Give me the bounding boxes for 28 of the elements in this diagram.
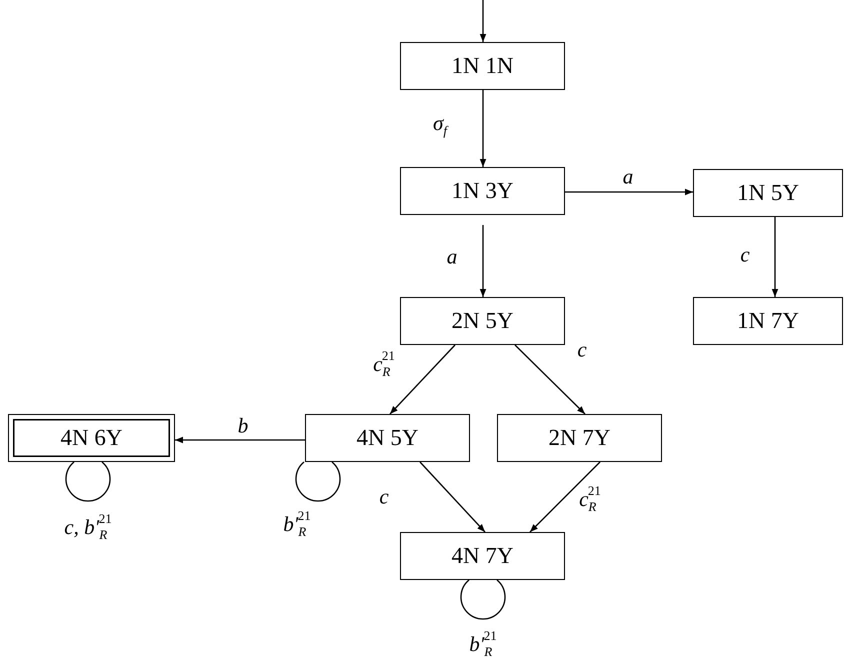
state-box (400, 42, 565, 90)
state-box (400, 532, 565, 580)
accepting-state-box (8, 414, 175, 462)
state-box (497, 414, 662, 462)
arrow (480, 90, 486, 167)
state-label: 4N 5Y (356, 425, 418, 451)
state-label: 1N 7Y (737, 308, 799, 334)
arrow (514, 344, 586, 414)
state-label: 4N 6Y (60, 425, 122, 451)
state-label: 2N 7Y (548, 425, 610, 451)
state-label: 4N 7Y (452, 543, 514, 569)
arrow (565, 188, 693, 196)
arrow (480, 225, 486, 297)
arrow (772, 217, 778, 297)
state-box (400, 167, 565, 215)
state-box (400, 297, 565, 345)
state-label: 2N 5Y (452, 308, 514, 334)
state-box (693, 169, 843, 217)
state-label: 1N 5Y (737, 180, 799, 206)
state-label: 1N 1N (452, 53, 514, 79)
arrow (530, 462, 600, 532)
state-label: 1N 3Y (452, 178, 514, 204)
state-box (693, 297, 843, 345)
arrow (390, 344, 456, 414)
arrow (175, 436, 305, 444)
arrow (420, 462, 486, 532)
arrow (480, 0, 486, 42)
state-box (305, 414, 470, 462)
